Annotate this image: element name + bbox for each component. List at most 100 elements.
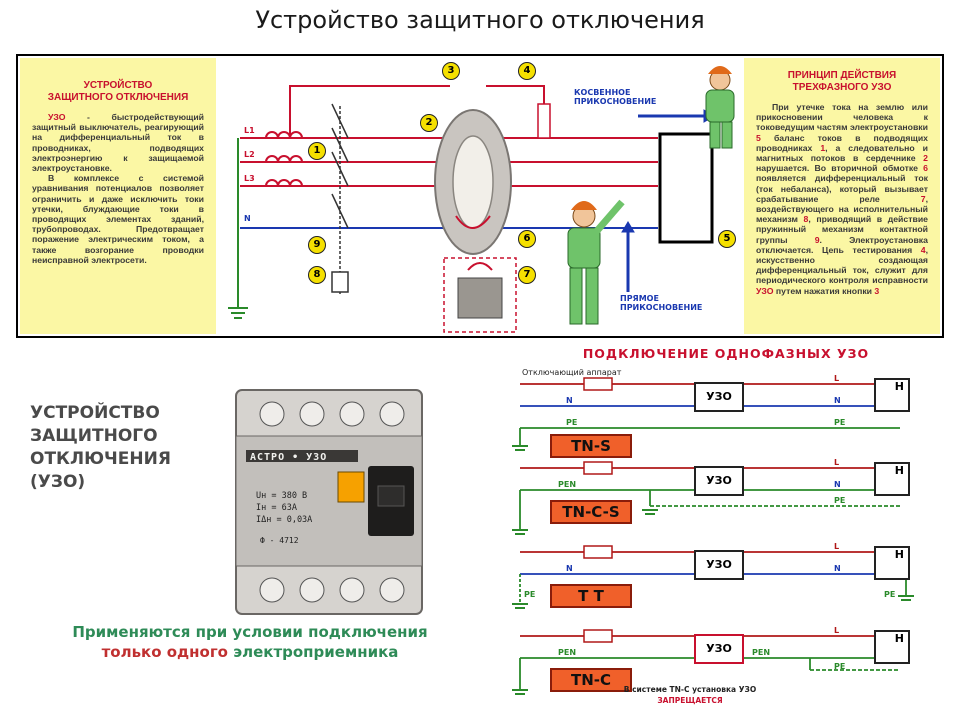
device-model: Ф - 4712	[260, 536, 299, 545]
device-rating-2: Iн = 63А	[256, 503, 297, 513]
tt-uzo-box: УЗО	[694, 550, 744, 580]
tnc-load-box: Н	[874, 630, 910, 664]
direct-line1: ПРЯМОЕ	[620, 294, 659, 303]
worker-direct-touch	[567, 199, 625, 325]
slide-title: Устройство защитного отключения	[255, 6, 705, 34]
note-line2-b: электроприемника	[233, 643, 399, 661]
callout-7: 7	[518, 266, 536, 284]
pt-a: При утечке тока на землю или прикосновен…	[756, 102, 928, 133]
callout-3: 3	[442, 62, 460, 80]
pt-n1: 1	[820, 142, 826, 153]
worker-indirect-touch	[705, 66, 735, 149]
tt-right-l: L	[834, 542, 840, 551]
tns-right-pe: PE	[834, 418, 846, 427]
tnc-right-l: L	[834, 626, 840, 635]
pt-e: появляется дифференциальный ток (ток неб…	[756, 173, 928, 204]
load-enclosure	[658, 132, 714, 244]
callout-5: 5	[718, 230, 736, 248]
tncs-right-pe: PE	[834, 496, 846, 505]
contact-group	[331, 103, 349, 296]
schemes-title: ПОДКЛЮЧЕНИЕ ОДНОФАЗНЫХ УЗО	[582, 346, 870, 361]
device-rating-3: IΔн = 0,03А	[256, 515, 313, 525]
rcd-device-photo	[235, 389, 423, 615]
tns-left-n: N	[566, 396, 573, 405]
tnc-right-pe: PE	[834, 662, 846, 671]
system-label-tt: T T	[550, 584, 632, 608]
callout-4: 4	[518, 62, 536, 80]
device-title-line4: (УЗО)	[30, 472, 86, 492]
system-label-tn-s: TN-S	[550, 434, 632, 458]
note-line1: Применяются при условии подключения	[72, 623, 428, 641]
indirect-line1: КОСВЕННОЕ	[574, 88, 631, 97]
tt-right-pe: PE	[884, 590, 896, 599]
neutral-label-n: N	[244, 214, 251, 223]
principle-panel: ПРИНЦИП ДЕЙСТВИЯ ТРЕХФАЗНОГО УЗО При уте…	[744, 58, 940, 334]
device-title: УСТРОЙСТВО ЗАЩИТНОГО ОТКЛЮЧЕНИЯ (УЗО)	[30, 402, 171, 494]
pt-g: , приводящий в действие пружинный механи…	[756, 214, 928, 245]
note-line2-a: только одного	[101, 643, 234, 661]
definition-title: УСТРОЙСТВО ЗАЩИТНОГО ОТКЛЮЧЕНИЯ	[20, 80, 216, 104]
system-label-tn-c: TN-C	[550, 668, 632, 692]
rcd-definition-panel: УСТРОЙСТВО ЗАЩИТНОГО ОТКЛЮЧЕНИЯ УЗО - бы…	[20, 58, 216, 334]
definition-title-line1: УСТРОЙСТВО	[83, 80, 153, 91]
tns-load-box: Н	[874, 378, 910, 412]
device-usage-note: Применяются при условии подключения толь…	[30, 622, 470, 662]
tns-uzo-box: УЗО	[694, 382, 744, 412]
tt-left-pe: PE	[524, 590, 536, 599]
device-brand: АСТРО • УЗО	[250, 452, 328, 463]
indirect-touch-label: КОСВЕННОЕ ПРИКОСНОВЕНИЕ	[574, 88, 656, 106]
top-terminals	[259, 401, 405, 427]
tns-right-l: L	[834, 374, 840, 383]
tncs-right-l: L	[834, 458, 840, 467]
pt-d: нарушается. Во вторичной обмотке	[756, 163, 924, 174]
tnc-left-pen: PEN	[558, 648, 577, 657]
device-rating-1: Uн = 380 В	[256, 491, 308, 501]
device-title-line1: УСТРОЙСТВО	[30, 403, 160, 423]
scheme-grounds	[512, 445, 914, 695]
tnc-mid-pen: PEN	[752, 648, 771, 657]
pt-i: , искусственно создающая дифференциальны…	[756, 244, 928, 286]
warning-line1: В системе TN-C установка УЗО	[623, 685, 757, 694]
definition-para1: - быстродействующий защитный выключатель…	[32, 112, 204, 174]
relay-assembly	[443, 257, 517, 333]
phase-label-l3: L3	[244, 174, 255, 183]
pt-n5: 5	[756, 132, 761, 143]
tnc-uzo-box: УЗО	[694, 634, 744, 664]
pt-uzo: УЗО	[756, 285, 774, 296]
pt-h: . Электроустановка отключается. Цепь тес…	[756, 234, 928, 255]
pt-n3: 3	[874, 285, 880, 296]
tt-load-box: Н	[874, 546, 910, 580]
definition-text: УЗО - быстродействующий защитный выключа…	[20, 112, 216, 265]
callout-1: 1	[308, 142, 326, 160]
tt-right-n: N	[834, 564, 841, 573]
tns-right-n: N	[834, 396, 841, 405]
device-title-line3: ОТКЛЮЧЕНИЯ	[30, 449, 171, 469]
pt-n4: 4	[920, 244, 926, 255]
device-ratings: Uн = 380 В Iн = 63А IΔн = 0,03А	[256, 490, 312, 526]
definition-title-line2: ЗАЩИТНОГО ОТКЛЮЧЕНИЯ	[47, 92, 189, 103]
device-title-line2: ЗАЩИТНОГО	[30, 426, 158, 446]
tncs-uzo-box: УЗО	[694, 466, 744, 496]
pt-n2: 2	[923, 153, 928, 164]
callout-9: 9	[308, 236, 326, 254]
principle-title-line2: ТРЕХФАЗНОГО УЗО	[792, 82, 892, 93]
ground-symbol	[228, 138, 248, 319]
pt-f: , воздействующего на исполнительный меха…	[756, 193, 928, 225]
tn-c-warning: В системе TN-C установка УЗО ЗАПРЕЩАЕТСЯ	[560, 684, 820, 706]
pt-b: баланс токов в подводящих проводниках	[756, 132, 928, 153]
system-label-tn-c-s: TN-C-S	[550, 500, 632, 524]
tncs-right-n: N	[834, 480, 841, 489]
definition-uzo-word: УЗО	[48, 112, 66, 122]
phase-label-l1: L1	[244, 126, 255, 135]
pt-c: , а следовательно и магнитных потоков в …	[756, 142, 928, 164]
callout-2: 2	[420, 114, 438, 132]
test-resistor	[537, 103, 551, 139]
pt-j: путем нажатия кнопки	[773, 285, 875, 296]
differential-transformer-core	[434, 109, 512, 255]
principle-text: При утечке тока на землю или прикосновен…	[744, 102, 940, 296]
tncs-left-pen: PEN	[558, 480, 577, 489]
tncs-load-box: Н	[874, 462, 910, 496]
phase-coils	[265, 131, 303, 187]
pt-n7: 7	[920, 193, 926, 204]
bottom-terminals	[259, 577, 405, 603]
